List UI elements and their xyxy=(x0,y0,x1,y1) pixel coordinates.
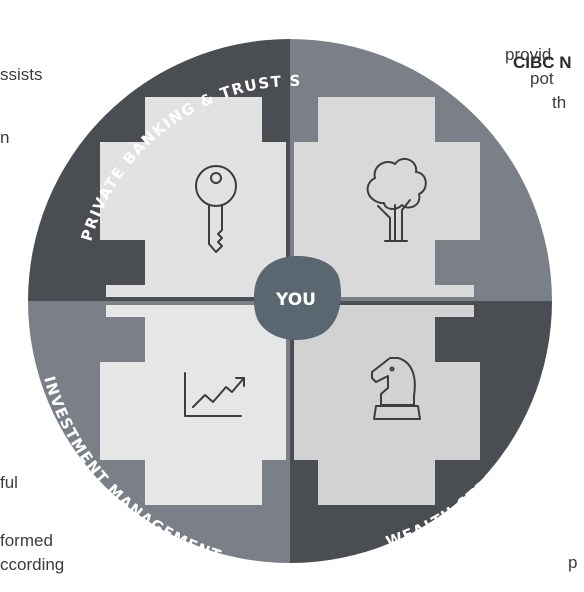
background-text-bottom-left-2: formed xyxy=(0,531,53,550)
center-node: YOU xyxy=(254,255,342,340)
background-text-bottom-left-1: ful xyxy=(0,473,18,492)
chess-knight-icon xyxy=(371,357,421,420)
center-blob xyxy=(254,255,342,340)
background-text-bottom-right: p xyxy=(568,553,578,572)
background-text-right-3: th xyxy=(552,93,567,112)
quadrant-top-right xyxy=(294,97,480,297)
quadrant-bottom-left xyxy=(100,305,286,505)
background-text-right: CIBC N xyxy=(513,53,572,72)
background-text-bottom-left-3: ccording xyxy=(0,555,65,574)
key-icon xyxy=(195,165,237,253)
tree-icon xyxy=(366,157,427,242)
background-text-right-1: provid xyxy=(505,45,552,64)
background-text-left: ssists n xyxy=(0,65,43,147)
quadrant-top-left xyxy=(100,97,286,297)
line-chart-icon xyxy=(184,372,245,417)
background-text-right-2: pot xyxy=(530,69,554,88)
center-label: YOU xyxy=(275,290,316,310)
